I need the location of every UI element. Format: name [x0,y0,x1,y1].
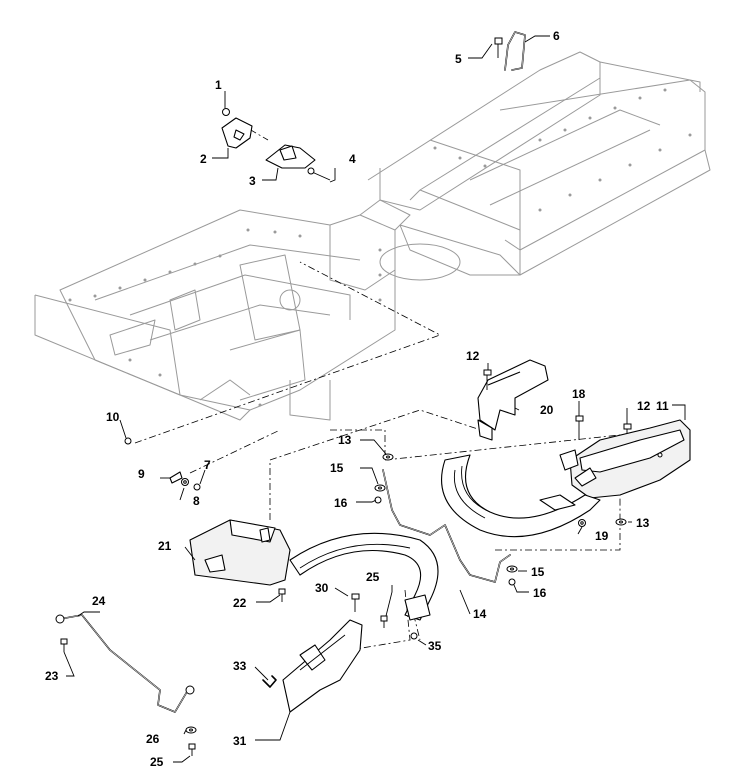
callout-25b: 25 [150,755,164,769]
part-7-8-9-hardware [169,471,201,491]
callout-20: 20 [540,403,554,417]
part-19-nut [578,519,586,527]
part-6-clip [504,31,526,71]
callout-labels: 1 2 3 4 5 6 7 8 9 10 11 12 12 13 13 14 1… [45,29,669,769]
right-deflector-disc [441,454,601,538]
callout-15a: 15 [330,461,344,475]
part-3-plate [265,144,316,169]
part-30-bolt [351,593,360,612]
part-1-nut [222,108,230,116]
callout-21: 21 [158,539,172,553]
callout-22: 22 [233,596,247,610]
callout-11: 11 [656,399,669,413]
part-18-bolt [575,415,584,440]
part-20-bracket [477,359,549,441]
callout-16a: 16 [334,496,348,510]
part-4-bolt [307,167,331,181]
callout-19: 19 [595,529,609,543]
callout-33: 33 [233,659,247,673]
leader-lines [63,35,686,763]
part-33-clip [262,675,277,688]
callout-31: 31 [233,734,247,748]
callout-15b: 15 [531,565,545,579]
callout-8: 8 [193,494,200,508]
part-2-bracket [221,117,253,149]
part-35-nut [410,632,418,640]
chassis-frame [34,51,711,421]
part-14-rod [382,469,511,583]
callout-2: 2 [200,152,207,166]
part-5-bolt [494,37,503,58]
callout-14: 14 [473,607,487,621]
frame-holes [68,88,692,407]
callout-10: 10 [106,410,120,424]
callout-4: 4 [349,152,356,166]
part-10-nut [124,437,132,445]
callout-12a: 12 [466,349,480,363]
callout-16b: 16 [533,586,547,600]
callout-23: 23 [45,669,59,683]
callout-13a: 13 [338,433,352,447]
callout-26: 26 [146,732,160,746]
part-23-bolt [60,638,68,652]
callout-30: 30 [315,581,329,595]
part-31-flap [282,619,363,713]
part-21-deflector [189,519,439,621]
callout-7: 7 [204,458,211,472]
part-25-bolts [188,615,388,756]
callout-18: 18 [572,387,586,401]
part-13-washers [382,453,627,526]
callout-5: 5 [455,52,462,66]
callout-35: 35 [428,639,442,653]
callout-25a: 25 [366,570,380,584]
callout-1: 1 [215,78,222,92]
callout-24: 24 [92,594,106,608]
callout-12b: 12 [637,399,651,413]
part-11-deflector [559,419,691,499]
part-26-washer [185,726,197,734]
callout-6: 6 [553,29,560,43]
callout-3: 3 [249,174,256,188]
callout-13b: 13 [636,516,650,530]
part-15-washers [374,484,518,573]
part-22-bolt [278,588,286,602]
callout-9: 9 [138,467,145,481]
part-24-rod [55,614,195,713]
